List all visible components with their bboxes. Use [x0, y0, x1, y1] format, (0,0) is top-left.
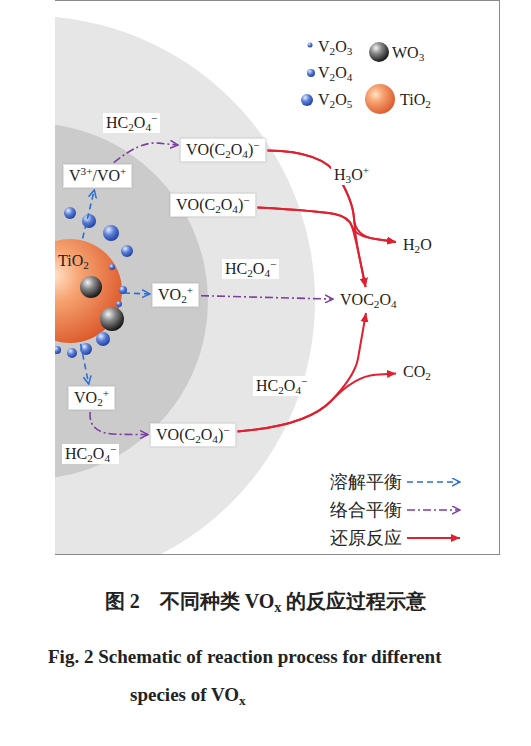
- legend-sample: [407, 537, 460, 539]
- edge-label: HC2O4−: [253, 376, 310, 396]
- legend-text: V2O3: [318, 37, 352, 57]
- legend-text: V2O4: [318, 63, 352, 83]
- edge-label: HC2O4−: [103, 113, 160, 133]
- node-text: VO(C2O4)−: [176, 196, 250, 213]
- species-box: VO2+: [68, 386, 115, 410]
- reduction-arrow: [238, 373, 397, 431]
- node-text: VO(C2O4)−: [186, 141, 260, 158]
- node-text: VO(C2O4)−: [156, 426, 230, 443]
- complexation-arrow: [114, 143, 178, 163]
- node-layer: TiO2V3+/VO+VO(C2O4)−VO(C2O4)−VO2+VOC2O4V…: [55, 1, 500, 555]
- node-text: VOC2O4: [340, 291, 397, 308]
- edge-label: H3O+: [331, 165, 372, 185]
- node-text: VO2+: [74, 389, 109, 406]
- reduction-arrow: [238, 313, 367, 432]
- wo3-sphere: [100, 307, 124, 331]
- legend-sample: [407, 509, 460, 511]
- dissolution-arrow: [83, 190, 95, 239]
- legend-text: 络合平衡: [330, 500, 402, 520]
- legend-sample: [307, 69, 315, 77]
- node-text: CO2: [403, 363, 431, 380]
- figure-caption-en: Fig. 2 Schematic of reaction process for…: [48, 638, 478, 714]
- species-box: VO(C2O4)−: [180, 138, 266, 162]
- legend-sample: [369, 42, 389, 62]
- legend-sample: [365, 84, 395, 114]
- dissolution-arrow: [81, 344, 89, 384]
- node-text: V3+/VO+: [69, 167, 126, 184]
- figure-caption: 图 2 不同种类 VOx 的反应过程示意: [0, 588, 531, 614]
- reduction-arrow: [268, 150, 397, 242]
- product-label: H2O: [398, 234, 437, 256]
- product-label: CO2: [398, 361, 436, 383]
- particle-circle: TiO2: [55, 239, 122, 343]
- species-box: V3+/VO+: [63, 164, 132, 188]
- v2o5-spheres: [55, 207, 133, 358]
- edge-label: HC2O4−: [62, 444, 119, 464]
- node-text: H2O: [403, 236, 432, 253]
- legend-text: V2O5: [318, 90, 352, 110]
- species-box: VO(C2O4)−: [150, 423, 236, 447]
- species-box: VO(C2O4)−: [170, 193, 256, 217]
- product-label: VOC2O4: [335, 289, 402, 311]
- node-text: TiO2: [58, 251, 89, 271]
- complexation-arrow: [90, 412, 148, 435]
- edge-label: HC2O4−: [222, 259, 279, 279]
- figure-frame: TiO2V3+/VO+VO(C2O4)−VO(C2O4)−VO2+VOC2O4V…: [55, 0, 500, 555]
- species-box: VO2+: [152, 283, 199, 307]
- dissolution-arrow: [124, 293, 150, 294]
- legend-text: 还原反应: [330, 528, 402, 548]
- legend-sample: [308, 43, 313, 48]
- legend-sample: [301, 94, 313, 106]
- outer-region: [55, 16, 315, 555]
- legend-text: WO3: [392, 43, 424, 63]
- node-text: VO2+: [158, 286, 193, 303]
- legend-text: 溶解平衡: [330, 472, 402, 492]
- reduction-arrow: [258, 208, 397, 242]
- legend-sample: [407, 481, 460, 483]
- wo3-sphere: [80, 276, 102, 298]
- complexation-arrow: [201, 296, 333, 299]
- legend-text: TiO2: [400, 90, 431, 110]
